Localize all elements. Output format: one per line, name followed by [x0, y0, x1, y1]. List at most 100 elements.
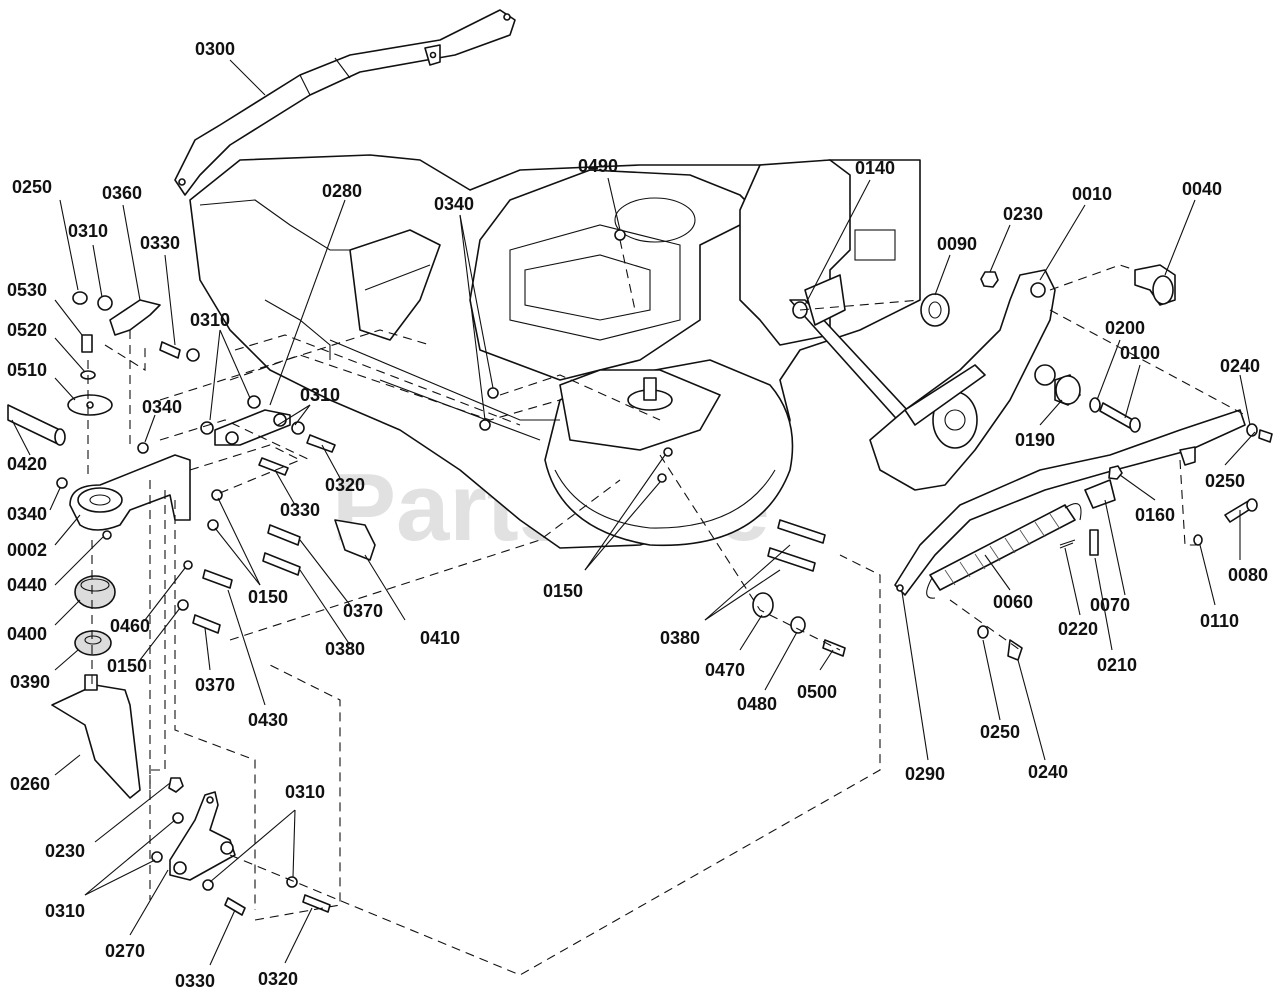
callout-0330: 0330 [280, 500, 320, 520]
pin-0330-lower [224, 897, 246, 916]
spring-0060-turns [944, 513, 1061, 586]
callout-0250: 0250 [12, 177, 52, 197]
callout-0500: 0500 [797, 682, 837, 702]
bolt-0080-head [1246, 498, 1258, 512]
bolt-0370-b [192, 614, 221, 634]
left-stack [7, 291, 233, 799]
spring-0060-hook [1064, 503, 1082, 521]
guide-line [159, 329, 431, 401]
washer-0150-a [211, 489, 223, 501]
leader-line [217, 497, 261, 586]
nut-0230-lower [168, 777, 184, 793]
leader-line [84, 819, 176, 896]
leader-line [129, 869, 169, 936]
spring-0060-hook-2 [926, 577, 936, 599]
leader-line [54, 649, 79, 671]
callout-0330: 0330 [175, 971, 215, 991]
leader-line [982, 639, 1001, 721]
callout-0320: 0320 [258, 969, 298, 989]
leader-line [321, 444, 341, 479]
washer-0250-bottom [977, 625, 989, 639]
guide-line [229, 554, 881, 976]
leader-line [54, 377, 76, 401]
callout-0380: 0380 [325, 639, 365, 659]
callout-0190: 0190 [1015, 430, 1055, 450]
cross-shaft-0140-bracket [804, 274, 846, 326]
callout-0150: 0150 [543, 581, 583, 601]
guide-line [799, 299, 921, 311]
guide-line [159, 419, 311, 461]
leader-line [1124, 364, 1141, 419]
leader-line [49, 487, 61, 511]
link-0270 [169, 791, 236, 881]
callout-0440: 0440 [7, 575, 47, 595]
leader-line [292, 809, 296, 878]
callout-0340: 0340 [434, 194, 474, 214]
spring-0060 [926, 503, 1082, 599]
bushing-0310-lower-a [172, 812, 184, 824]
leader-line [209, 329, 221, 421]
bushing-0310-left [97, 295, 113, 311]
nut-0340-a [487, 387, 499, 399]
callout-0300: 0300 [195, 39, 235, 59]
guide-line [499, 374, 661, 421]
leader-line [84, 859, 156, 896]
callout-0420: 0420 [7, 454, 47, 474]
leader-line [1039, 204, 1086, 281]
lift-plate-0010-hole-inner [944, 409, 966, 431]
bearing-0390 [74, 630, 112, 656]
spindle-shaft [643, 377, 657, 401]
leader-line [229, 59, 266, 96]
callout-0240: 0240 [1028, 762, 1068, 782]
leader-line [54, 299, 83, 336]
callout-0310: 0310 [285, 782, 325, 802]
leader-line [984, 554, 1011, 591]
guide-line [1049, 264, 1136, 291]
callout-0250: 0250 [980, 722, 1020, 742]
knob-0040-grip [1152, 275, 1174, 305]
callout-0400: 0400 [7, 624, 47, 644]
mower-deck-chassis [189, 154, 921, 549]
leader-line [901, 591, 929, 761]
leader-line [54, 599, 81, 626]
bearing-0400 [74, 575, 116, 609]
deck-lip [554, 469, 776, 529]
lift-rod-0290-tab [1179, 446, 1196, 466]
right-hardware [920, 264, 1273, 661]
leader-line [164, 254, 176, 346]
bracket-0260 [51, 684, 141, 799]
tower-slot [854, 229, 896, 261]
callout-0260: 0260 [10, 774, 50, 794]
leader-line [59, 199, 79, 291]
left-link-hardware [200, 395, 376, 576]
leader-line [1199, 544, 1216, 606]
leader-line [1164, 199, 1196, 276]
callout-0160: 0160 [1135, 505, 1175, 525]
link-0270-hole-2 [220, 841, 234, 855]
link-0270-hole-3 [206, 796, 214, 804]
callout-0250: 0250 [1205, 471, 1245, 491]
leader-line [277, 404, 311, 426]
guide-line [234, 334, 521, 426]
pin-0220 [1059, 539, 1076, 549]
bushing-0310-lower-c [202, 879, 214, 891]
callout-0520: 0520 [7, 320, 47, 340]
bushing-0310-lower-d [286, 876, 298, 888]
guide-line [149, 490, 166, 900]
leader-line [739, 614, 763, 651]
callout-0090: 0090 [937, 234, 977, 254]
lift-arm-0300 [174, 9, 516, 196]
callout-0430: 0430 [248, 710, 288, 730]
washer-0250-top [1246, 423, 1258, 437]
guide-line [254, 664, 341, 921]
deck-edge-2 [264, 299, 331, 360]
nut-0440 [102, 530, 112, 540]
leader-line [584, 481, 661, 571]
callout-0230: 0230 [45, 841, 85, 861]
callout-0310: 0310 [68, 221, 108, 241]
leader-line [1094, 557, 1113, 651]
callout-0310: 0310 [190, 310, 230, 330]
callout-0490: 0490 [578, 156, 618, 176]
callout-0330: 0330 [140, 233, 180, 253]
callout-0220: 0220 [1058, 619, 1098, 639]
